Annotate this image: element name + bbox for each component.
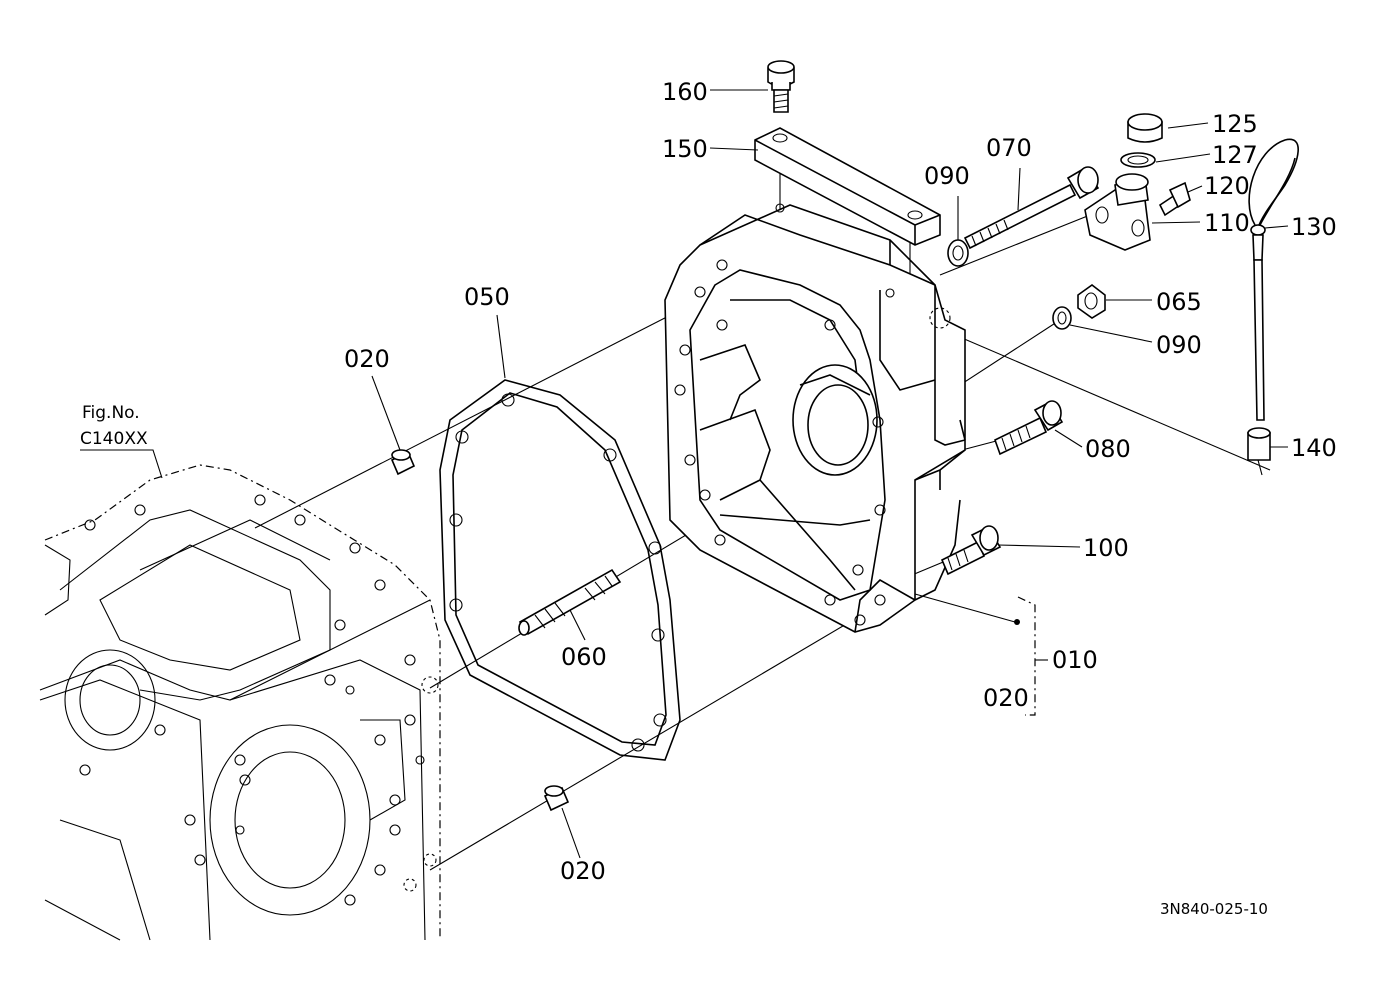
assembly-bracket bbox=[914, 593, 1048, 716]
label-150: 150 bbox=[662, 135, 708, 163]
dowel-pin-bottom bbox=[543, 785, 570, 812]
label-160: 160 bbox=[662, 78, 708, 106]
bolt-160 bbox=[767, 60, 795, 113]
plug-125 bbox=[1127, 113, 1163, 143]
label-020-bracket: 020 bbox=[983, 684, 1029, 712]
leader-lines bbox=[371, 89, 1289, 859]
bolt-080 bbox=[994, 400, 1064, 456]
label-010: 010 bbox=[1052, 646, 1098, 674]
label-127: 127 bbox=[1212, 141, 1258, 169]
figure-reference: Fig.No. C140XX bbox=[80, 403, 163, 479]
stud-bolt bbox=[518, 568, 622, 636]
label-020-top: 020 bbox=[344, 345, 390, 373]
label-090-top: 090 bbox=[924, 162, 970, 190]
label-060: 060 bbox=[561, 643, 607, 671]
long-bolt-070 bbox=[963, 166, 1100, 250]
label-140: 140 bbox=[1291, 434, 1337, 462]
callout-labels: 160 150 125 127 120 110 130 070 090 065 … bbox=[344, 78, 1337, 885]
fig-no-label: Fig.No. bbox=[82, 403, 140, 423]
label-130: 130 bbox=[1291, 213, 1337, 241]
label-020-bottom: 020 bbox=[560, 857, 606, 885]
gasket bbox=[439, 379, 681, 761]
label-050: 050 bbox=[464, 283, 510, 311]
dipstick bbox=[1247, 138, 1299, 476]
label-110: 110 bbox=[1204, 209, 1250, 237]
bolt-100 bbox=[940, 525, 1002, 576]
oil-filler-fitting bbox=[1084, 173, 1151, 251]
nut-065 bbox=[1077, 284, 1106, 319]
clutch-housing bbox=[664, 203, 966, 633]
lock-washer-top bbox=[947, 239, 969, 267]
transmission-case-outline bbox=[39, 464, 441, 941]
label-100: 100 bbox=[1083, 534, 1129, 562]
fig-code-label: C140XX bbox=[80, 429, 148, 449]
nipple-120 bbox=[1158, 181, 1191, 217]
label-070: 070 bbox=[986, 134, 1032, 162]
support-bar bbox=[754, 127, 941, 246]
label-120: 120 bbox=[1204, 172, 1250, 200]
washer-127 bbox=[1120, 152, 1156, 168]
dowel-pin-top bbox=[390, 449, 416, 476]
drawing-code: 3N840-025-10 bbox=[1160, 900, 1268, 918]
label-125: 125 bbox=[1212, 110, 1258, 138]
label-080: 080 bbox=[1085, 435, 1131, 463]
label-065: 065 bbox=[1156, 288, 1202, 316]
lock-washer-mid bbox=[1052, 306, 1072, 330]
label-090-mid: 090 bbox=[1156, 331, 1202, 359]
